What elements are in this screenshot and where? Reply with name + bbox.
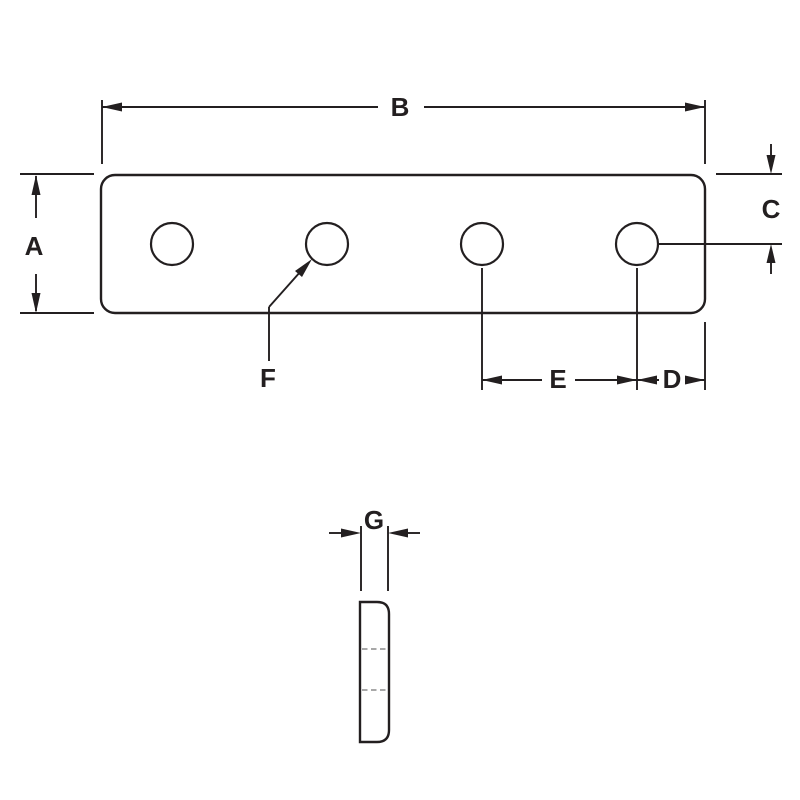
dim-c-arrow-down-icon: [766, 155, 776, 174]
leader-f-label: F: [260, 363, 276, 393]
dim-a: A: [20, 173, 94, 314]
dim-g-arrow-right-icon: [341, 528, 361, 538]
hole-2: [304, 221, 350, 267]
dim-c-label: C: [762, 194, 781, 224]
dim-a-label: A: [25, 231, 44, 261]
leader-f-diagonal-line: [268, 270, 302, 308]
leader-f-arrow-icon: [295, 259, 312, 277]
dim-b-arrow-right-icon: [685, 102, 705, 112]
dim-b-arrow-left-icon: [102, 102, 122, 112]
side-view: [358, 600, 391, 744]
dim-d-arrow-left-icon: [637, 375, 657, 385]
hole-3: [459, 221, 505, 267]
dim-d: D: [637, 322, 706, 394]
dim-g-arrow-left-icon: [388, 528, 408, 538]
dim-d-label: D: [663, 364, 682, 394]
hole-1: [149, 221, 195, 267]
dim-d-arrow-right-icon: [685, 375, 705, 385]
dim-g-label: G: [364, 505, 384, 535]
side-view-outline: [358, 600, 391, 744]
dim-c: C: [658, 144, 782, 274]
dim-b: B: [101, 92, 706, 164]
dim-e-label: E: [549, 364, 566, 394]
hole-4: [614, 221, 660, 267]
dim-e-arrow-left-icon: [482, 375, 502, 385]
dim-g: G: [329, 505, 420, 591]
dim-e-arrow-right-icon: [617, 375, 637, 385]
dim-a-arrow-up-icon: [31, 175, 41, 195]
top-view: [99, 173, 707, 315]
dim-c-arrow-up-icon: [766, 244, 776, 263]
dim-e: E: [481, 268, 638, 394]
dim-b-label: B: [391, 92, 410, 122]
leader-f: F: [260, 259, 312, 393]
dim-a-arrow-down-icon: [31, 293, 41, 313]
